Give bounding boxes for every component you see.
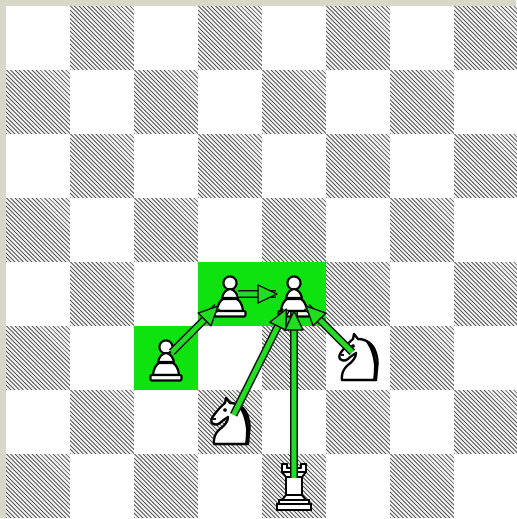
square-d6[interactable] [198,134,262,198]
square-a1[interactable] [6,454,70,518]
square-c1[interactable] [134,454,198,518]
square-h2[interactable] [454,390,517,454]
square-d5[interactable] [198,198,262,262]
square-c2[interactable] [134,390,198,454]
square-g3[interactable] [390,326,454,390]
square-a6[interactable] [6,134,70,198]
square-e5[interactable] [262,198,326,262]
square-a4[interactable] [6,262,70,326]
square-h7[interactable] [454,70,517,134]
square-c7[interactable] [134,70,198,134]
square-c8[interactable] [134,6,198,70]
square-b4[interactable] [70,262,134,326]
square-f4[interactable] [326,262,390,326]
square-d7[interactable] [198,70,262,134]
square-b8[interactable] [70,6,134,70]
square-g8[interactable] [390,6,454,70]
square-h8[interactable] [454,6,517,70]
square-a2[interactable] [6,390,70,454]
square-h3[interactable] [454,326,517,390]
square-d2[interactable] [198,390,262,454]
square-h5[interactable] [454,198,517,262]
square-a7[interactable] [6,70,70,134]
square-a5[interactable] [6,198,70,262]
square-f1[interactable] [326,454,390,518]
square-f5[interactable] [326,198,390,262]
square-a8[interactable] [6,6,70,70]
square-f2[interactable] [326,390,390,454]
square-b3[interactable] [70,326,134,390]
square-h4[interactable] [454,262,517,326]
square-f8[interactable] [326,6,390,70]
square-b2[interactable] [70,390,134,454]
chess-board [6,6,517,518]
square-e6[interactable] [262,134,326,198]
square-g4[interactable] [390,262,454,326]
square-c4[interactable] [134,262,198,326]
square-b6[interactable] [70,134,134,198]
square-h1[interactable] [454,454,517,518]
square-g5[interactable] [390,198,454,262]
square-f7[interactable] [326,70,390,134]
square-b1[interactable] [70,454,134,518]
square-d1[interactable] [198,454,262,518]
square-g7[interactable] [390,70,454,134]
square-d8[interactable] [198,6,262,70]
square-e7[interactable] [262,70,326,134]
square-f6[interactable] [326,134,390,198]
square-h6[interactable] [454,134,517,198]
square-b5[interactable] [70,198,134,262]
square-a3[interactable] [6,326,70,390]
square-g2[interactable] [390,390,454,454]
square-c6[interactable] [134,134,198,198]
square-g6[interactable] [390,134,454,198]
square-e8[interactable] [262,6,326,70]
white-knight-icon[interactable] [198,390,262,454]
square-g1[interactable] [390,454,454,518]
square-c5[interactable] [134,198,198,262]
square-b7[interactable] [70,70,134,134]
